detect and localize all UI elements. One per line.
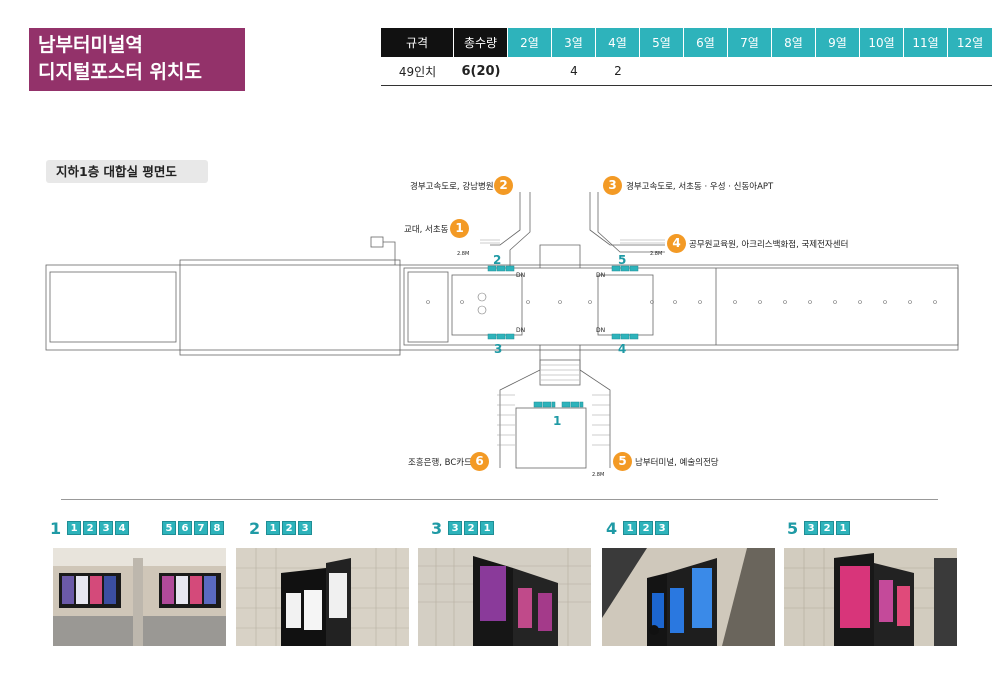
title-line-2: 디지털포스터 위치도 [38,61,202,83]
exit-4-badge: 4 [667,234,686,253]
spec-value-cell [860,57,904,86]
spec-value-cell: 6(20) [454,57,508,86]
exit-2-label: 경부고속도로, 강남병원 [410,182,494,192]
exit-6-badge: 6 [470,452,489,471]
zone-3-number: 3 [494,342,503,356]
exit-2-badge: 2 [494,176,513,195]
poster-box-number: 2 [464,521,479,535]
photo-section-3-header: 3 3 2 1 [431,518,495,538]
spec-value-cell [728,57,772,86]
poster-box-number: 1 [266,521,281,535]
spec-value-cell [772,57,816,86]
exit-1-badge: 1 [450,219,469,238]
spec-header-cell: 12열 [948,28,992,57]
exit-5-label: 남부터미널, 예술의전당 [635,458,719,468]
spec-header-cell: 11열 [904,28,948,57]
page-title: 남부터미널역 디지털포스터 위치도 [29,28,245,91]
poster-box-number: 4 [115,521,130,535]
poster-box-number: 1 [67,521,82,535]
spec-header-cell: 7열 [728,28,772,57]
section-number: 5 [787,518,799,538]
zone-2-number: 2 [493,253,502,267]
photo-section-1-header: 1 1 2 3 4 [50,518,130,538]
section-number: 1 [50,518,62,538]
spec-value-cell [508,57,552,86]
spec-value-row: 49인치 6(20) 4 2 [381,57,992,86]
section-number: 4 [606,518,618,538]
spec-header-row: 규격 총수량 2열 3열 4열 5열 6열 7열 8열 9열 10열 11열 1… [381,28,992,57]
spec-header-cell: 총수량 [454,28,508,57]
spec-header-cell: 6열 [684,28,728,57]
spec-value-cell: 4 [552,57,596,86]
poster-box-number: 3 [99,521,114,535]
spec-header-cell: 5열 [640,28,684,57]
spec-table: 규격 총수량 2열 3열 4열 5열 6열 7열 8열 9열 10열 11열 1… [381,28,992,86]
spec-value-cell [640,57,684,86]
section-divider [61,499,938,500]
spec-value-cell: 2 [596,57,640,86]
photo-section-2 [236,548,409,646]
photo-section-4 [602,548,775,646]
spec-header-cell: 4열 [596,28,640,57]
spec-value-cell [684,57,728,86]
exit-6-label: 조흥은행, BC카드 [408,458,472,468]
photo-section-4-header: 4 1 2 3 [606,518,670,538]
poster-box-number: 2 [282,521,297,535]
plan-concourse [403,267,959,346]
poster-box-number: 3 [655,521,670,535]
exit-4-label: 공무원교육원, 아크리스백화점, 국제전자센터 [689,240,849,250]
dn-label: DN [596,272,606,279]
poster-box-number: 2 [820,521,835,535]
photo-section-1b-header: 5 6 7 8 [162,518,224,538]
poster-box-number: 3 [298,521,313,535]
exit-3-label: 경부고속도로, 서초동 · 우성 · 신동아APT [626,182,774,192]
photo-section-3 [418,548,591,646]
photo-section-5-header: 5 3 2 1 [787,518,851,538]
spec-header-cell: 3열 [552,28,596,57]
floor-plan [45,192,959,469]
floor-label: 지하1층 대합실 평면도 [46,160,208,183]
zone-1-number: 1 [553,414,562,428]
elevation-label: 2.8M [457,251,470,257]
plan-left-wing [179,259,401,356]
spec-header-cell: 10열 [860,28,904,57]
section-number: 2 [249,518,261,538]
poster-box-number: 1 [836,521,851,535]
photo-section-2-header: 2 1 2 3 [249,518,313,538]
poster-box-number: 5 [162,521,176,535]
exit-3-badge: 3 [603,176,622,195]
spec-header-cell: 8열 [772,28,816,57]
zone-4-number: 4 [618,342,627,356]
spec-value-cell [948,57,992,86]
spec-value-cell [904,57,948,86]
dn-label: DN [596,327,606,334]
spec-value-cell [816,57,860,86]
exit-5-badge: 5 [613,452,632,471]
dn-label: DN [516,327,526,334]
poster-box-number: 3 [448,521,463,535]
spec-header-cell: 9열 [816,28,860,57]
poster-box-number: 8 [210,521,224,535]
poster-box-number: 3 [804,521,819,535]
poster-box-number: 1 [623,521,638,535]
poster-box-number: 2 [639,521,654,535]
poster-box-number: 2 [83,521,98,535]
photo-section-5 [784,548,957,646]
poster-box-number: 7 [194,521,208,535]
photo-section-1 [53,548,226,646]
section-number: 3 [431,518,443,538]
zone-5-number: 5 [618,253,627,267]
poster-box-number: 1 [480,521,495,535]
spec-value-cell: 49인치 [381,57,454,86]
elevation-label: 2.8M [650,251,663,257]
dn-label: DN [516,272,526,279]
title-line-1: 남부터미널역 [38,34,143,56]
poster-box-number: 6 [178,521,192,535]
spec-header-cell: 2열 [508,28,552,57]
elevation-label: 2.8M [592,472,605,478]
spec-header-cell: 규격 [381,28,454,57]
exit-1-label: 교대, 서초동 [404,225,449,235]
